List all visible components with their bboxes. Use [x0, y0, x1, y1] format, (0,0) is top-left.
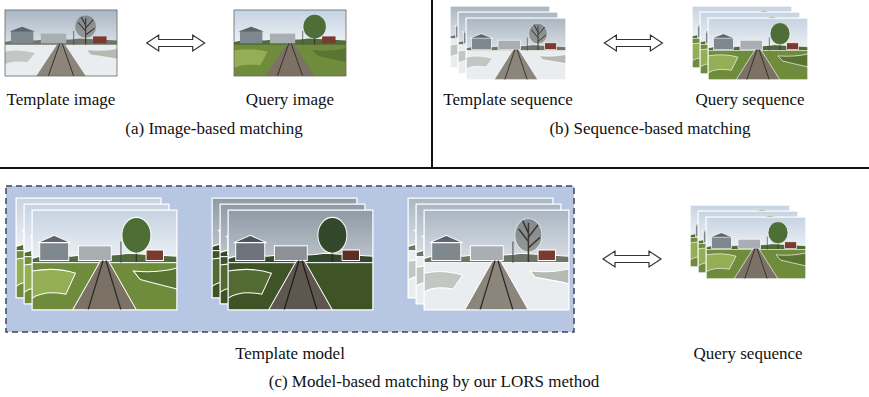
image-node: Query sequence [692, 6, 808, 110]
panel-caption: (a) Image-based matching [125, 119, 302, 139]
node-label: Template model [6, 344, 574, 364]
image-node: Template model [6, 186, 574, 364]
image-node: Query image [234, 10, 346, 110]
double-arrow [147, 35, 205, 51]
node-label: Query sequence [690, 344, 806, 364]
double-arrow [603, 251, 661, 267]
image-node: Query sequence [690, 205, 806, 364]
image-thumbnail [5, 10, 346, 76]
frame-stack [16, 198, 806, 310]
node-label: Template sequence [441, 90, 575, 110]
model-box [6, 186, 574, 332]
panel-dividers [0, 0, 869, 168]
image-node: Template sequence [441, 6, 575, 110]
node-label: Query sequence [692, 90, 808, 110]
panel-caption: (c) Model-based matching by our LORS met… [269, 372, 600, 392]
image-node: Template image [5, 10, 118, 110]
node-label: Template image [5, 90, 118, 110]
double-arrow [604, 35, 662, 51]
panel-caption: (b) Sequence-based matching [549, 119, 750, 139]
node-label: Query image [234, 90, 346, 110]
frame-stack [450, 6, 808, 80]
